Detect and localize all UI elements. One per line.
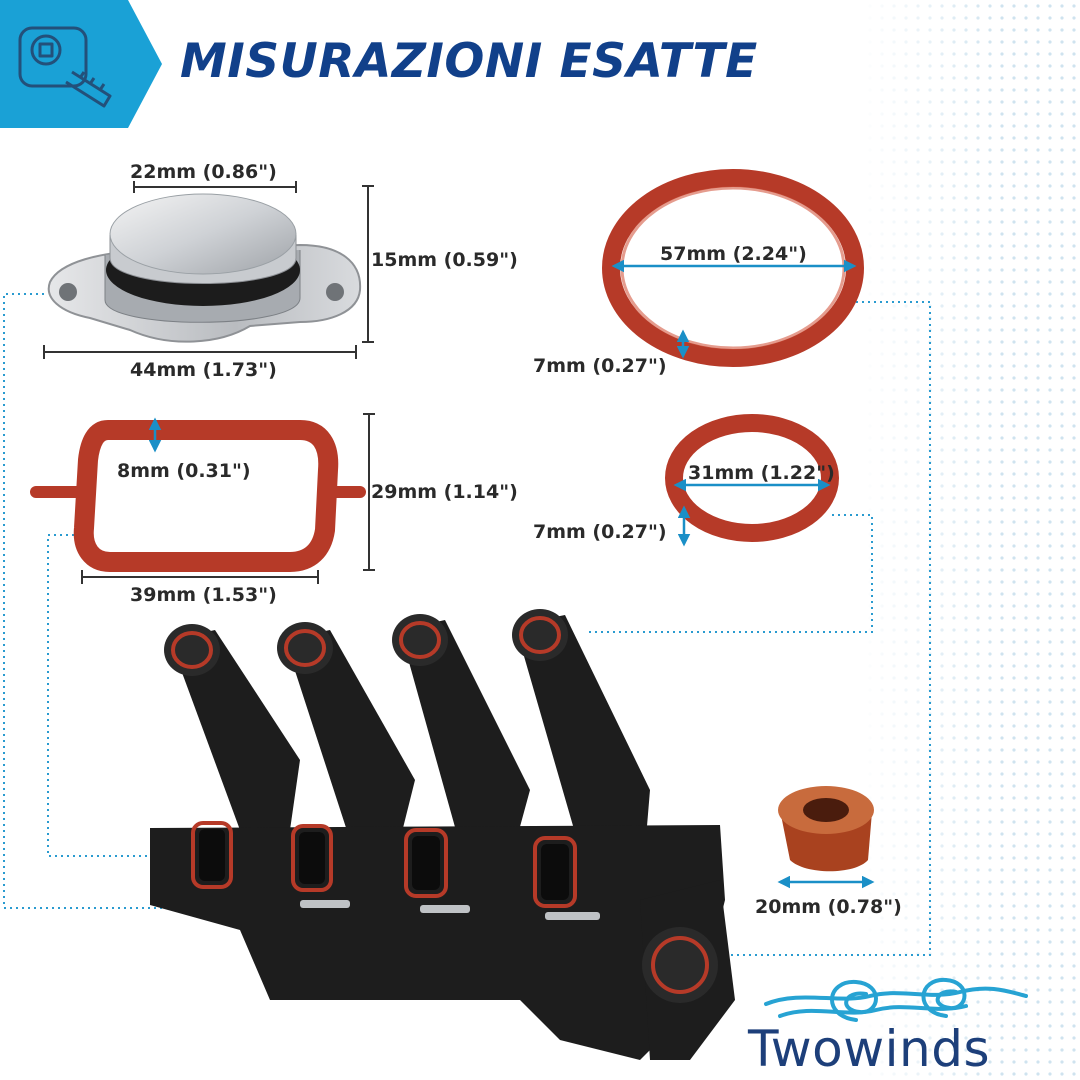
dimension-lines — [43, 181, 375, 584]
large-ring-diameter-label: 57mm (2.24") — [660, 243, 807, 265]
flap-plug-diameter-label: 22mm (0.86") — [130, 161, 277, 183]
page-title: MISURAZIONI ESATTE — [180, 34, 758, 89]
brand-wave-logo — [764, 977, 1028, 1022]
small-ring-diameter-label: 31mm (1.22") — [688, 462, 835, 484]
measure-arrows — [148, 259, 875, 889]
square-rubber-gasket — [30, 420, 366, 572]
intake-manifold — [150, 609, 735, 1060]
connector-lines — [3, 293, 931, 956]
flap-plug-height-label: 15mm (0.59") — [371, 249, 518, 271]
gasket-height-label: 29mm (1.14") — [371, 481, 518, 503]
small-rubber-ring — [665, 414, 839, 542]
tape-measure-icon — [18, 26, 112, 108]
gasket-width-label: 39mm (1.53") — [130, 584, 277, 606]
large-ring-thickness-label: 7mm (0.27") — [533, 355, 667, 377]
flap-plug-width-label: 44mm (1.73") — [130, 359, 277, 381]
header-badge — [0, 0, 162, 128]
bushing-diameter-label: 20mm (0.78") — [755, 896, 902, 918]
large-rubber-ring — [602, 169, 864, 367]
brand-name: Twowinds — [748, 1020, 991, 1078]
small-ring-thickness-label: 7mm (0.27") — [533, 521, 667, 543]
gasket-thickness-label: 8mm (0.31") — [117, 460, 251, 482]
rubber-bushing — [778, 786, 874, 872]
halftone-background — [860, 0, 1080, 1080]
flap-plug — [47, 193, 362, 343]
